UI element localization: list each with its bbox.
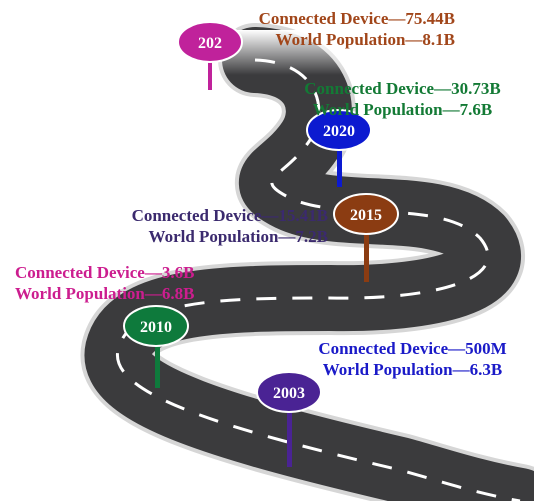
- connected-device-text: Connected Device—30.73B: [304, 79, 501, 98]
- connected-device-text: Connected Device—500M: [318, 339, 507, 358]
- pin-year-2020: 2020: [323, 123, 355, 140]
- milestone-pin-2020: 2020: [306, 109, 372, 187]
- milestone-pin-2025: 202: [177, 21, 243, 90]
- milestone-label-2025: Connected Device—75.44B World Population…: [200, 8, 455, 50]
- milestone-pin-2010: 2010: [123, 305, 189, 388]
- world-population-text: World Population—7.2B: [148, 227, 328, 246]
- pin-year-2003: 2003: [273, 385, 305, 402]
- world-population-text: World Population—6.3B: [322, 360, 503, 379]
- milestone-label-2003: Connected Device—500M World Population—6…: [295, 338, 530, 380]
- pin-year-2025: 202: [198, 35, 222, 52]
- world-population-text: World Population—8.1B: [275, 30, 455, 49]
- road-center-dashes: [116, 58, 521, 501]
- milestone-label-2020: Connected Device—30.73B World Population…: [280, 78, 525, 120]
- connected-device-text: Connected Device—75.44B: [258, 9, 455, 28]
- pin-year-2015: 2015: [350, 207, 382, 224]
- milestone-pin-2003: 2003: [256, 371, 322, 467]
- connected-device-text: Connected Device—3.6B: [15, 263, 195, 282]
- connected-device-text: Connected Device—15.41B: [131, 206, 328, 225]
- world-population-text: World Population—7.6B: [312, 100, 493, 119]
- pin-year-2010: 2010: [140, 319, 172, 336]
- milestone-pin-2015: 2015: [333, 193, 399, 282]
- milestone-label-2010: Connected Device—3.6B World Population—6…: [15, 262, 255, 304]
- world-population-text: World Population—6.8B: [15, 284, 195, 303]
- milestone-label-2015: Connected Device—15.41B World Population…: [60, 205, 328, 247]
